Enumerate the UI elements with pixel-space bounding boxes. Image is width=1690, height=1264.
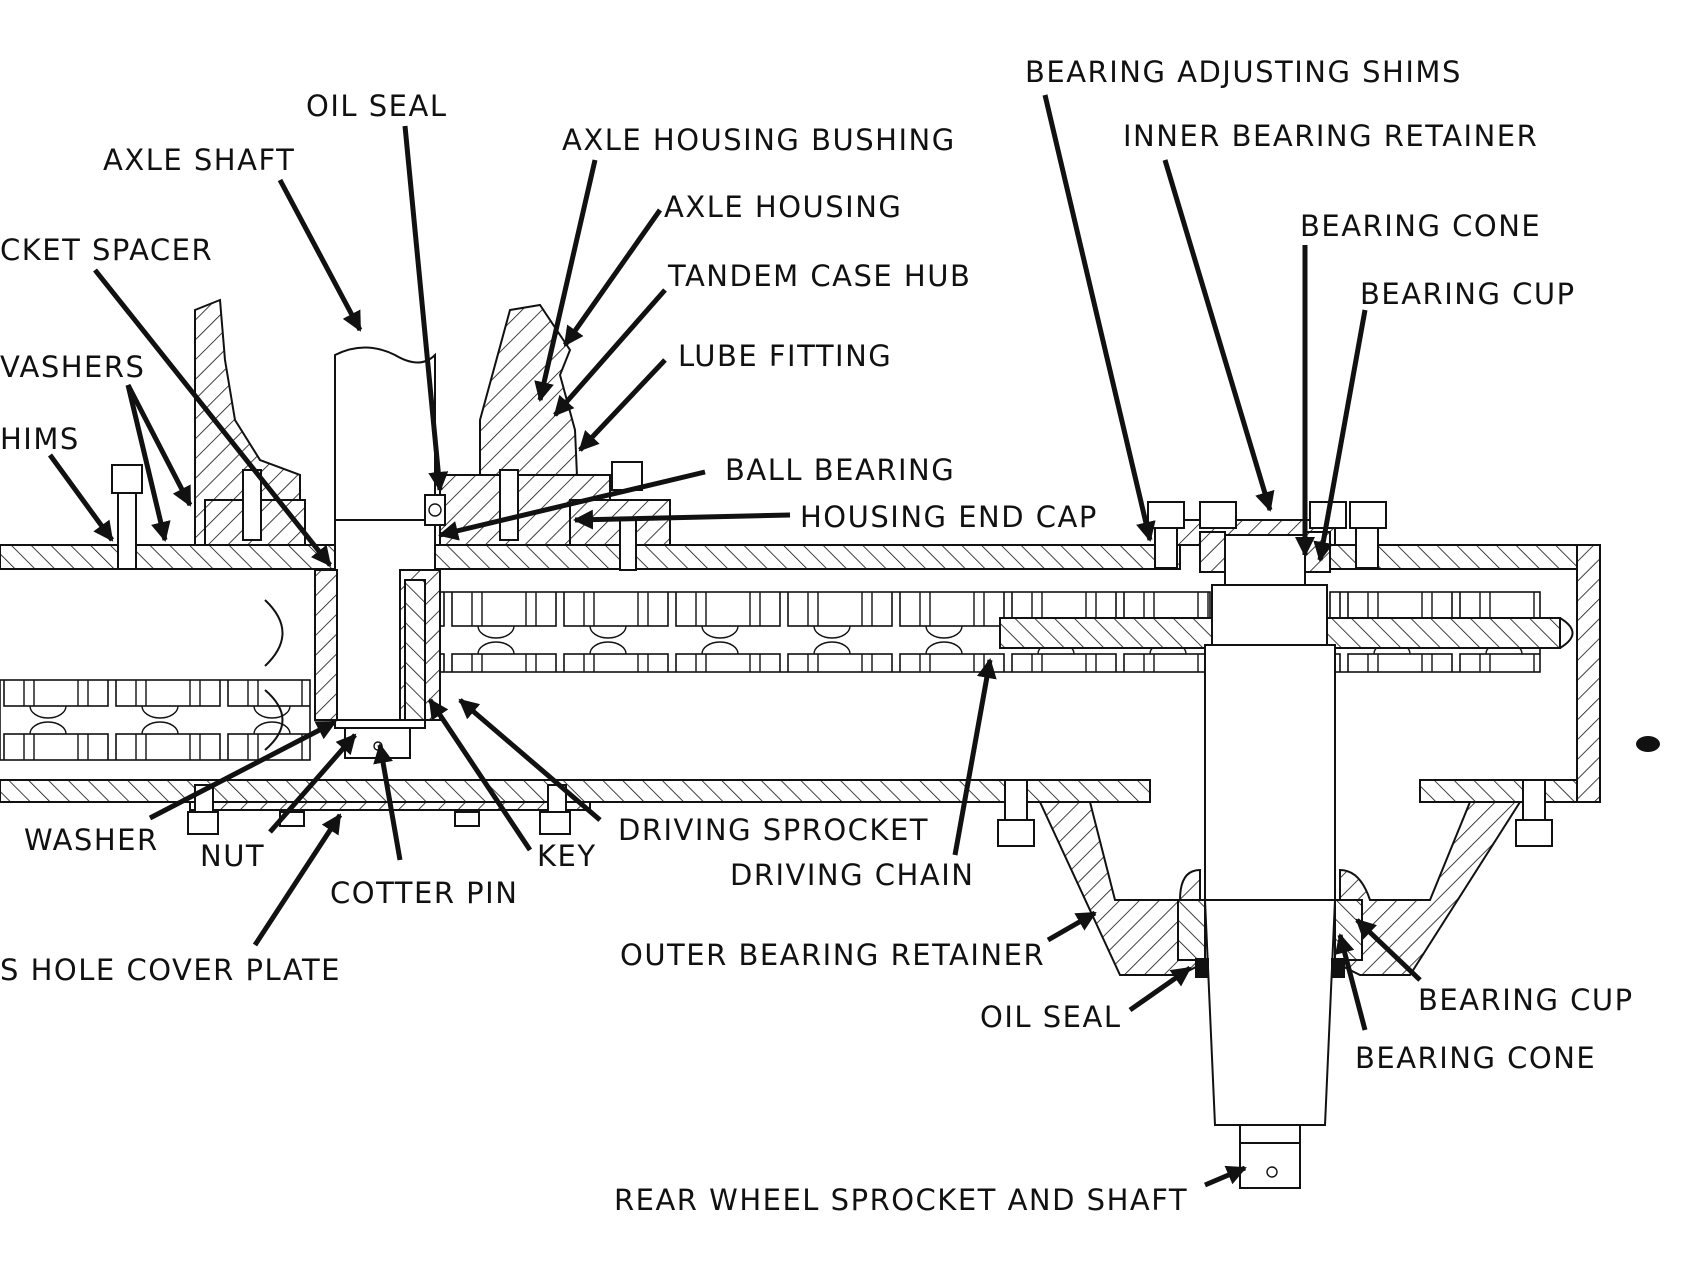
label-bearing-adjusting-shims: BEARING ADJUSTING SHIMS [1025, 55, 1462, 89]
label-housing-end-cap: HOUSING END CAP [800, 500, 1098, 534]
housing-bottom-wall-right [1419, 779, 1601, 803]
label-bearing-cup-bottom: BEARING CUP [1418, 983, 1634, 1017]
part-labels: OIL SEAL AXLE SHAFT CKET SPACER VASHERS … [0, 55, 1634, 1217]
label-nut: NUT [200, 839, 265, 873]
label-lube-fitting: LUBE FITTING [678, 339, 892, 373]
label-driving-chain: DRIVING CHAIN [730, 858, 974, 892]
label-rear-wheel-sprocket-and-shaft: REAR WHEEL SPROCKET AND SHAFT [614, 1183, 1188, 1217]
label-axle-housing-bushing: AXLE HOUSING BUSHING [562, 123, 956, 157]
key [404, 579, 426, 721]
label-sprocket-spacer: CKET SPACER [0, 233, 213, 267]
rear-wheel-sprocket [1239, 1142, 1301, 1189]
washer-part [334, 719, 426, 729]
label-outer-bearing-retainer: OUTER BEARING RETAINER [620, 938, 1045, 972]
axle-assembly [111, 298, 671, 835]
driving-chain [0, 591, 1574, 761]
label-hole-cover-plate: S HOLE COVER PLATE [0, 953, 341, 987]
housing-end-wall [1576, 544, 1601, 803]
label-driving-sprocket: DRIVING SPROCKET [618, 813, 929, 847]
label-washer: WASHER [24, 823, 159, 857]
label-tandem-case-hub: TANDEM CASE HUB [667, 259, 971, 293]
outer-bearing-retainer-right [1339, 801, 1522, 976]
rear-wheel-shaft-assembly [997, 501, 1660, 1189]
rear-shaft-taper [1203, 899, 1337, 1126]
bearing-cone-right [1334, 899, 1363, 961]
chain-housing [0, 544, 1601, 811]
label-ball-bearing: BALL BEARING [725, 453, 955, 487]
driving-sprocket-left [314, 569, 338, 721]
label-key: KEY [537, 839, 597, 873]
label-oil-seal-top: OIL SEAL [306, 89, 447, 123]
bearing-cone-left [1177, 899, 1206, 961]
nut-part [344, 727, 411, 759]
label-axle-shaft: AXLE SHAFT [103, 143, 295, 177]
leader-lines [47, 94, 1422, 1188]
ink-blot [1636, 736, 1660, 752]
label-shims: HIMS [0, 422, 80, 456]
outer-bearing-retainer-left [1038, 801, 1201, 976]
sprocket-hub [1211, 584, 1328, 646]
label-oil-seal-bottom: OIL SEAL [980, 1000, 1121, 1034]
label-axle-housing: AXLE HOUSING [664, 190, 902, 224]
housing-top-wall [0, 544, 1181, 570]
axle-shaft [334, 346, 436, 521]
label-washers: VASHERS [0, 350, 145, 384]
rear-shaft [1204, 644, 1336, 901]
label-cotter-pin: COTTER PIN [330, 876, 518, 910]
label-bearing-cup-top: BEARING CUP [1360, 277, 1576, 311]
label-bearing-cone-top: BEARING CONE [1300, 209, 1541, 243]
label-bearing-cone-bottom: BEARING CONE [1355, 1041, 1596, 1075]
label-inner-bearing-retainer: INNER BEARING RETAINER [1123, 119, 1538, 153]
ball-bearing-part [424, 494, 446, 526]
